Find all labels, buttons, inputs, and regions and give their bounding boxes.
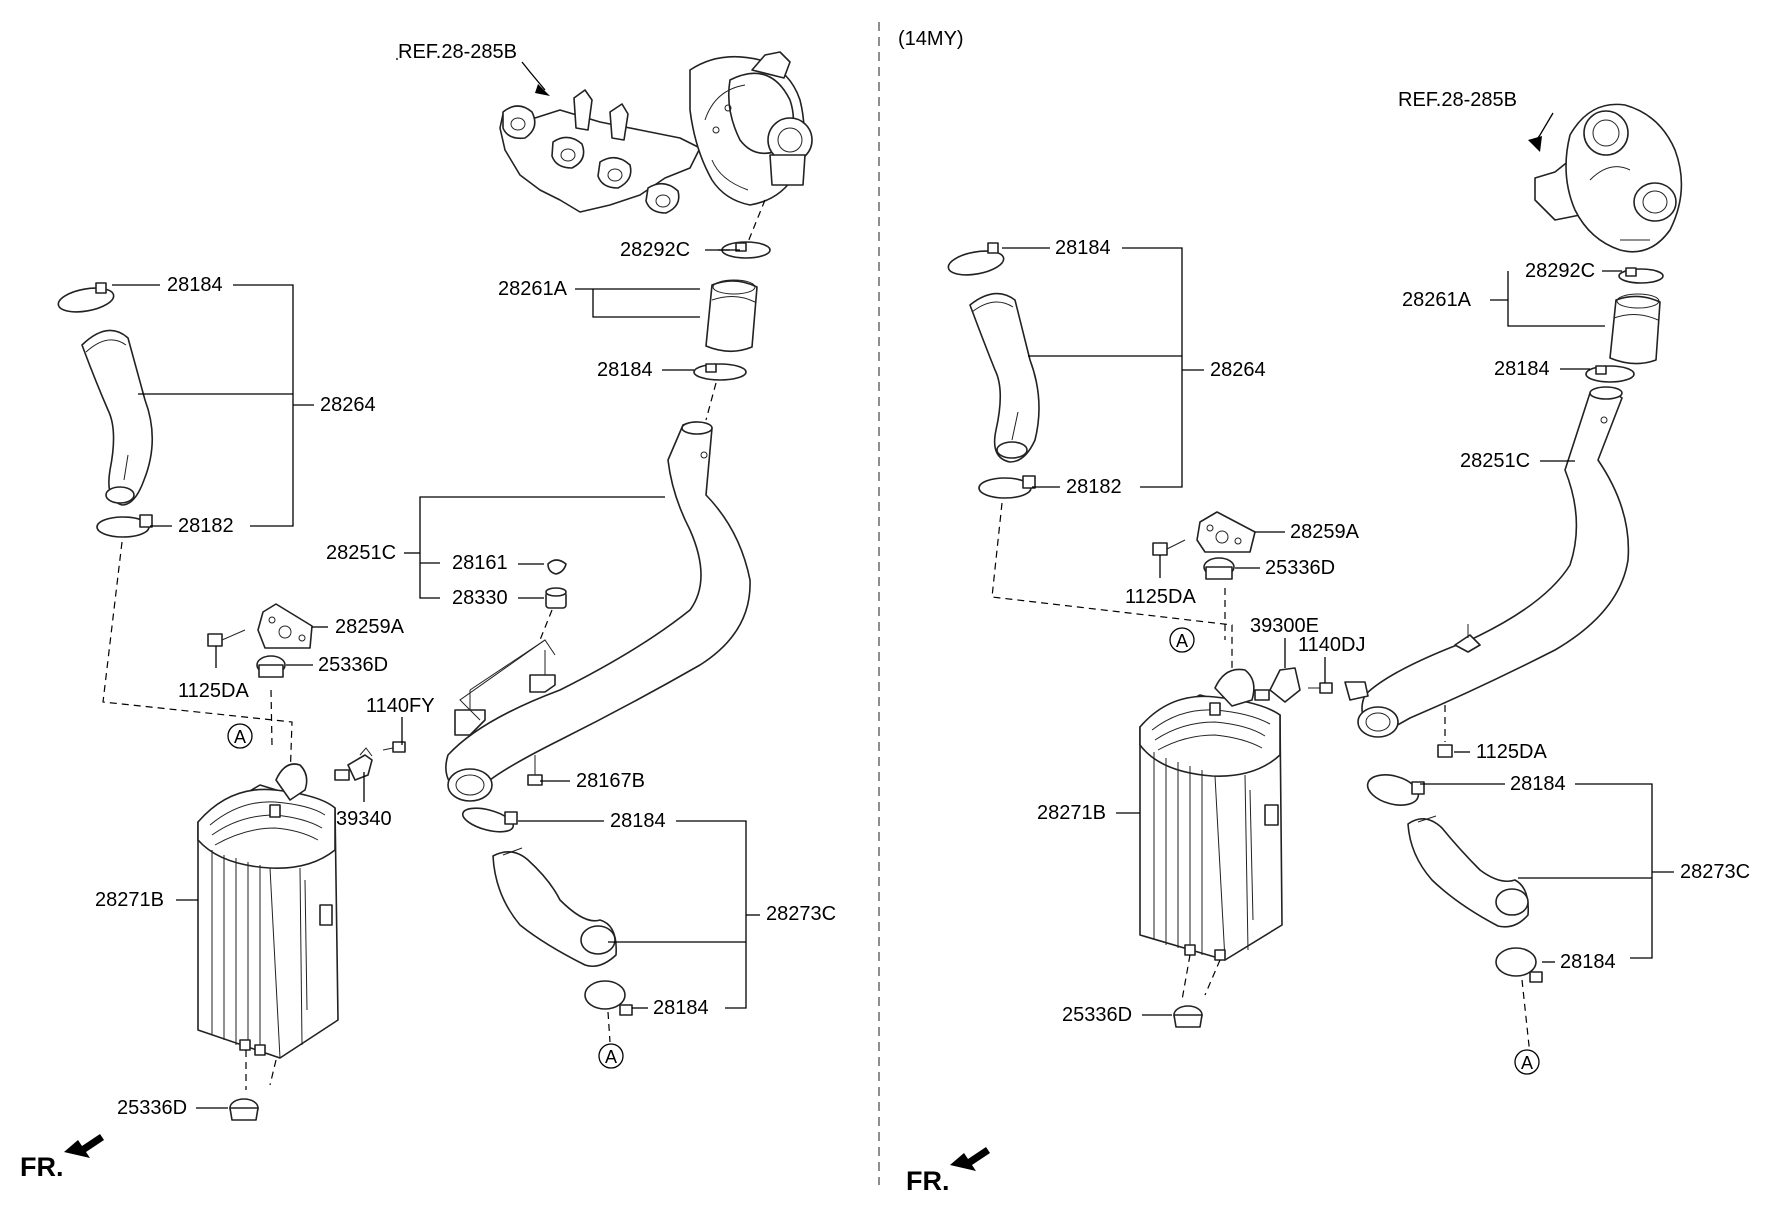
label-28271B-right[interactable]: 28271B [1037, 802, 1106, 824]
right-front-indicator: FR. [906, 1166, 950, 1196]
label-28251C-left[interactable]: 28251C [326, 542, 396, 564]
right-grommet-25336D-bottom[interactable] [1173, 1005, 1203, 1028]
left-front-indicator: FR. [20, 1152, 64, 1182]
label-28184-outlet-bottom-left[interactable]: 28184 [653, 997, 709, 1019]
label-28184-outlet-top-right[interactable]: 28184 [1510, 773, 1566, 795]
left-marker-a-outlet[interactable]: A [598, 1043, 624, 1069]
label-28182-left[interactable]: 28182 [178, 515, 234, 537]
label-1140FY-left[interactable]: 1140FY [366, 695, 435, 717]
left-clamp-28184-outlet-top[interactable] [460, 804, 518, 837]
right-bolt-1125DA-pipe[interactable] [1437, 744, 1453, 758]
left-grommet-25336D-top[interactable] [256, 655, 286, 678]
left-intercooler-pipe-28251C[interactable] [445, 421, 751, 802]
right-sleeve-28261A[interactable] [1609, 293, 1661, 365]
svg-text:A: A [234, 727, 246, 747]
right-clamp-28184-outlet-top[interactable] [1364, 770, 1425, 811]
label-28292C-left[interactable]: 28292C [620, 239, 690, 261]
label-28292C-right[interactable]: 28292C [1525, 260, 1595, 282]
left-section: REF.28-285B [20, 41, 836, 1182]
right-clamp-28292C[interactable] [1618, 267, 1664, 284]
left-clamp-28184-turbo[interactable] [693, 363, 747, 381]
right-hose-28264[interactable] [969, 292, 1040, 463]
label-28184-hose-top-left[interactable]: 28184 [167, 274, 223, 296]
left-clamp-28292C[interactable] [721, 241, 771, 259]
left-clamp-28184-outlet-bottom[interactable] [584, 980, 633, 1016]
right-sensor-39300E[interactable] [1254, 667, 1301, 703]
label-1125DA-top-right[interactable]: 1125DA [1125, 586, 1196, 608]
label-25336D-bottom-right[interactable]: 25336D [1062, 1004, 1132, 1026]
left-mount-28330[interactable] [545, 587, 567, 609]
label-1125DA-left[interactable]: 1125DA [178, 680, 249, 702]
label-25336D-top-right[interactable]: 25336D [1265, 557, 1335, 579]
label-1140DJ-right[interactable]: 1140DJ [1298, 634, 1365, 656]
left-bracket-28259A[interactable] [257, 603, 313, 649]
label-28184-outlet-top-left[interactable]: 28184 [610, 810, 666, 832]
right-section: REF.28-285B [906, 89, 1750, 1196]
label-28184-top-right[interactable]: 28184 [1055, 237, 1111, 259]
label-1125DA-pipe-right[interactable]: 1125DA [1476, 741, 1547, 763]
label-39340-left[interactable]: 39340 [336, 808, 392, 830]
svg-text:A: A [605, 1047, 617, 1067]
label-25336D-bottom-left[interactable]: 25336D [117, 1097, 187, 1119]
label-28261A-left[interactable]: 28261A [498, 278, 568, 300]
left-hose-28264[interactable] [81, 329, 154, 506]
right-ref-label[interactable]: REF.28-285B [1398, 89, 1517, 111]
right-intercooler-pipe-28251C[interactable] [1344, 386, 1630, 738]
label-28184-outlet-bottom-right[interactable]: 28184 [1560, 951, 1616, 973]
label-28184-turbo-left[interactable]: 28184 [597, 359, 653, 381]
left-bolt-1140FY[interactable] [382, 741, 406, 753]
left-bolt-28167B[interactable] [527, 755, 543, 786]
right-marker-a-outlet[interactable]: A [1514, 1049, 1540, 1075]
right-clamp-28184-outlet-bottom[interactable] [1495, 947, 1543, 983]
left-sleeve-28261A[interactable] [705, 279, 758, 353]
right-clamp-28184-turbo[interactable] [1585, 365, 1635, 383]
label-28251C-right[interactable]: 28251C [1460, 450, 1530, 472]
left-ref-label[interactable]: REF.28-285B [398, 41, 517, 63]
label-28167B-left[interactable]: 28167B [576, 770, 645, 792]
left-clamp-28182[interactable] [96, 514, 153, 538]
left-grommet-28161[interactable] [547, 559, 567, 575]
right-clamp-28184-top[interactable] [947, 242, 1006, 279]
right-intercooler-28271B[interactable] [1139, 668, 1283, 961]
right-turbocharger [1534, 103, 1683, 253]
label-28273C-right[interactable]: 28273C [1680, 861, 1750, 883]
label-28264-left[interactable]: 28264 [320, 394, 376, 416]
label-25336D-top-left[interactable]: 25336D [318, 654, 388, 676]
svg-text:A: A [1521, 1053, 1533, 1073]
right-marker-a-intercooler[interactable]: A [1169, 627, 1195, 653]
label-28273C-left[interactable]: 28273C [766, 903, 836, 925]
left-turbocharger [499, 51, 813, 214]
left-front-arrow-icon [64, 1134, 104, 1158]
svg-text:A: A [1176, 631, 1188, 651]
label-28271B-left[interactable]: 28271B [95, 889, 164, 911]
label-28259A-right[interactable]: 28259A [1290, 521, 1360, 543]
right-grommet-25336D-top[interactable] [1203, 557, 1235, 580]
label-28330-left[interactable]: 28330 [452, 587, 508, 609]
right-bolt-1140DJ[interactable] [1308, 682, 1333, 694]
right-bolt-1125DA-top[interactable] [1152, 539, 1186, 556]
label-39300E-right[interactable]: 39300E [1250, 615, 1319, 637]
label-28182-right[interactable]: 28182 [1066, 476, 1122, 498]
left-bolt-1125DA[interactable] [207, 629, 246, 647]
left-grommet-25336D-bottom[interactable] [229, 1098, 259, 1121]
label-28161-left[interactable]: 28161 [452, 552, 508, 574]
left-ref-arrow [521, 61, 546, 91]
variant-label: (14MY) [898, 28, 964, 50]
right-front-arrow-icon [950, 1147, 990, 1171]
label-28184-turbo-right[interactable]: 28184 [1494, 358, 1550, 380]
label-28259A-left[interactable]: 28259A [335, 616, 405, 638]
left-clamp-28184-hose-top[interactable] [57, 282, 116, 316]
label-28261A-right[interactable]: 28261A [1402, 289, 1472, 311]
right-clamp-28182[interactable] [978, 475, 1036, 499]
left-marker-a-intercooler[interactable]: A [227, 723, 253, 749]
right-bracket-28259A[interactable] [1196, 511, 1256, 553]
left-sensor-39340[interactable] [334, 747, 373, 781]
left-intercooler-28271B[interactable] [197, 763, 339, 1059]
right-hose-28273C[interactable] [1407, 815, 1530, 928]
label-28264-right[interactable]: 28264 [1210, 359, 1266, 381]
left-hose-28273C[interactable] [492, 847, 617, 968]
